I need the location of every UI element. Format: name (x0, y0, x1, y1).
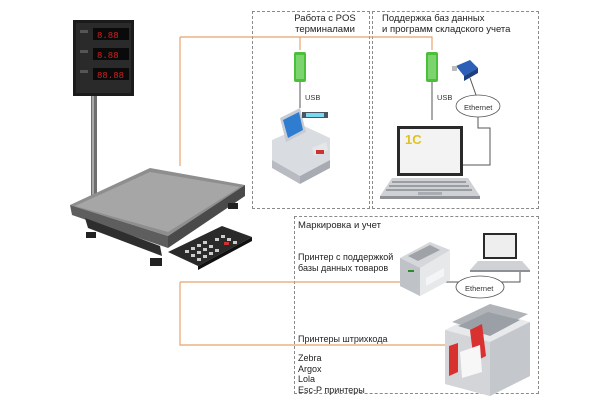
printer-db-caption-line1: Принтер с поддержкой (298, 252, 394, 262)
label-printer-icon (400, 242, 450, 296)
db-ethernet-label: Ethernet (464, 103, 493, 112)
svg-text:88.88: 88.88 (97, 71, 124, 81)
laptop-icon (380, 126, 480, 199)
pos-group-title: Работа с POS терминалами (283, 13, 367, 35)
laptop-screen-label: 1C (405, 132, 422, 147)
scale-keypad-icon (168, 226, 252, 270)
pos-group-title-line1: Работа с POS (294, 13, 356, 24)
usb-stick-pos (294, 52, 306, 82)
printer-db-caption: Принтер с поддержкой базы данных товаров (298, 252, 393, 274)
marking-ethernet-label: Ethernet (465, 284, 494, 293)
ethernet-node-marking (455, 275, 505, 299)
db-usb-label: USB (437, 93, 453, 102)
barcode-model-lola: Lola (298, 374, 316, 384)
barcode-models-list: Zebra Argox Lola Esc-P принтеры (298, 353, 365, 395)
usb-stick-db (426, 52, 438, 82)
scale-platform-icon (70, 168, 245, 266)
svg-text:8.88: 8.88 (97, 51, 119, 61)
db-group-title-line2: и программ складского учета (382, 24, 511, 35)
pos-terminal-icon (272, 108, 330, 184)
pos-group-title-line2: терминалами (295, 24, 355, 35)
desktop-computer-icon (470, 233, 530, 272)
scale-display-icon: 8.88 8.88 88.88 (73, 20, 134, 196)
barcode-model-argox: Argox (298, 363, 322, 374)
marking-group-box (294, 216, 539, 394)
barcode-printers-title: Принтеры штрихкода (298, 334, 388, 344)
pos-group-box (252, 11, 370, 209)
db-group-box (372, 11, 539, 209)
printer-db-caption-line2: базы данных товаров (298, 263, 389, 273)
barcode-printer-icon (445, 304, 530, 396)
marking-group-title: Маркировка и учет (298, 220, 381, 231)
ethernet-line-db (462, 77, 491, 166)
svg-text:8.88: 8.88 (97, 31, 119, 41)
barcode-model-escp: Esc-P принтеры (298, 384, 365, 395)
ethernet-adapter-icon (452, 60, 478, 81)
db-group-title-line1: Поддержка баз данных (382, 13, 485, 24)
db-group-title: Поддержка баз данных и программ складско… (382, 13, 510, 35)
connector-barcode (179, 282, 445, 346)
connector-top (179, 36, 433, 166)
barcode-model-zebra: Zebra (298, 353, 322, 363)
pos-usb-label: USB (305, 93, 321, 102)
ethernet-node-db (455, 94, 501, 118)
